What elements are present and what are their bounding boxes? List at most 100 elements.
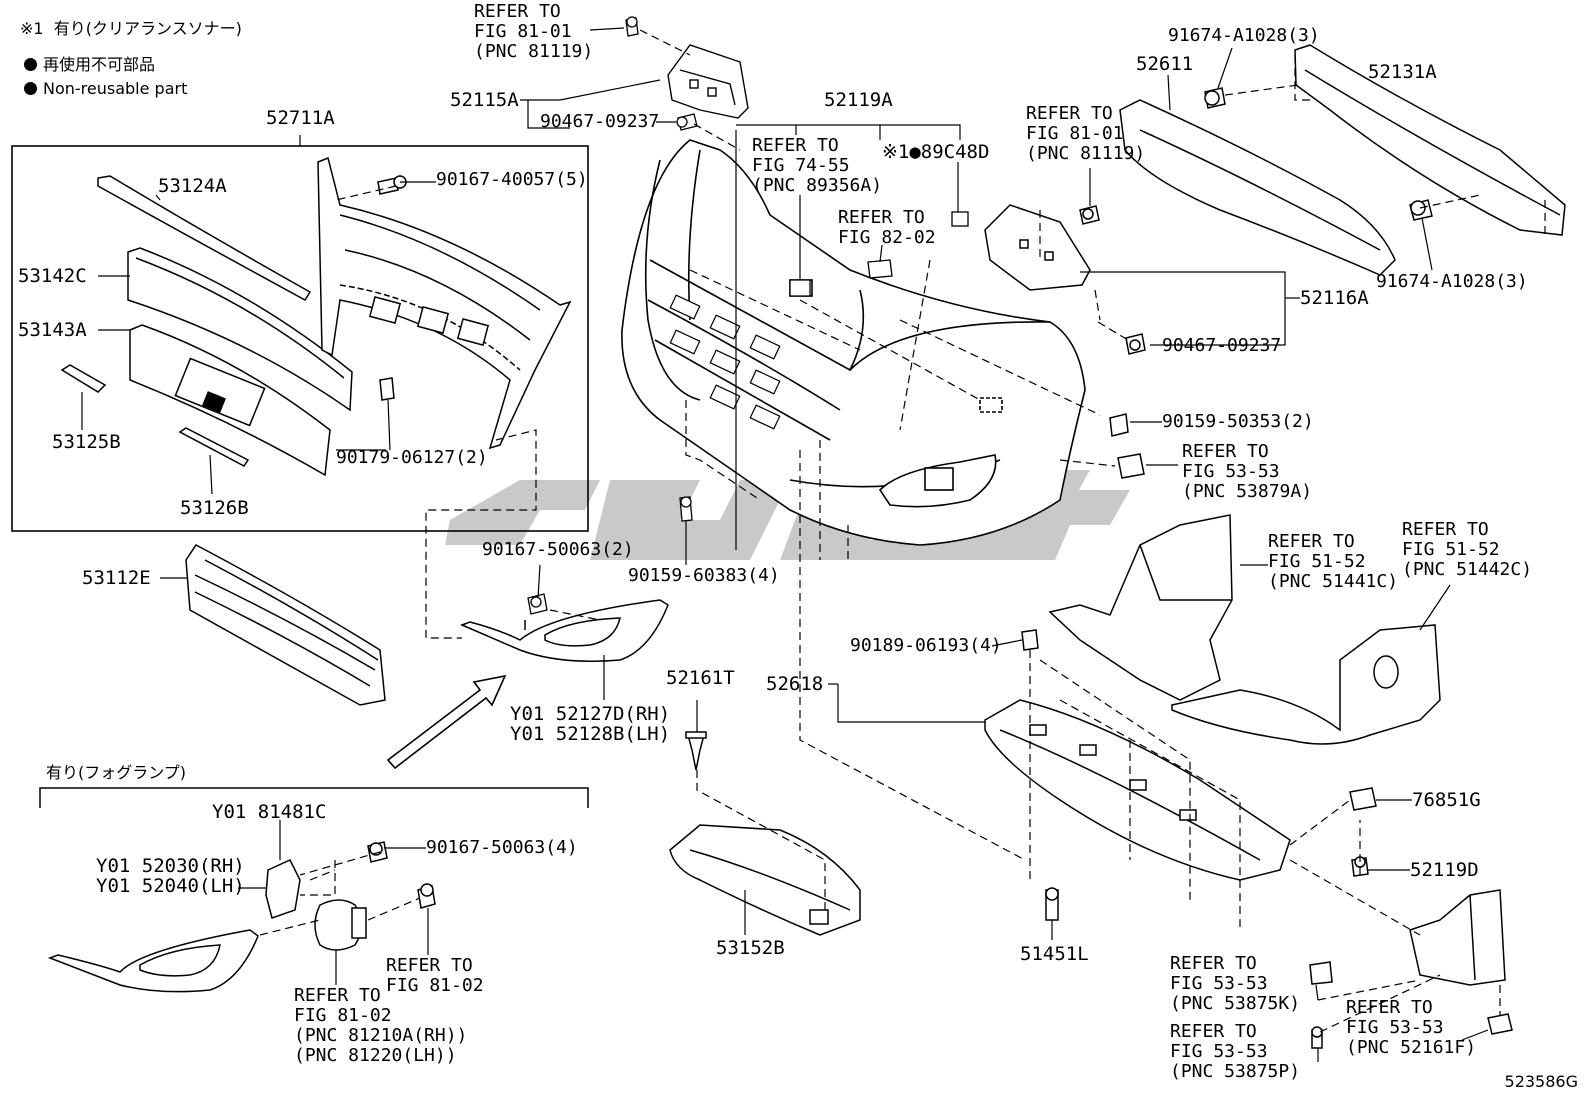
direction-arrow	[386, 674, 507, 770]
label-refer-82-02: REFER TO FIG 82-02	[838, 207, 936, 248]
absorber-52611	[1119, 99, 1396, 276]
label-52131a: 52131A	[1368, 61, 1437, 83]
label-refer-53-53-52161f: REFER TO FIG 53-53 (PNC 52161F)	[1346, 997, 1477, 1058]
label-53126b: 53126B	[180, 497, 249, 519]
label-91674-top: 91674-A1028(3)	[1168, 25, 1320, 46]
clip-53875p	[1311, 1026, 1323, 1049]
label-90167-40057: 90167-40057(5)	[436, 169, 588, 190]
clip-53879a	[1117, 453, 1145, 479]
bracket-52116a	[984, 204, 1091, 291]
lower-grille-53112e	[185, 544, 386, 706]
bolt-91674-b	[1409, 199, 1433, 221]
label-53112e: 53112E	[82, 567, 151, 589]
label-90167-50063-4: 90167-50063(4)	[426, 837, 578, 858]
label-52116a: 52116A	[1300, 287, 1369, 309]
sensor-89c48d	[951, 211, 969, 227]
bracket-52115a	[667, 44, 749, 119]
label-52030-52040: Y01 52030(RH) Y01 52040(LH)	[96, 855, 245, 897]
fog-option-label: 有り(フォグランプ)	[46, 763, 187, 782]
nonreusable-dot-icon	[24, 82, 37, 95]
bolt-91674-a	[1204, 87, 1226, 109]
bumper-cover-52119a	[621, 139, 1086, 546]
bolt-51451l	[1045, 887, 1059, 921]
label-53125b: 53125B	[52, 431, 121, 453]
label-52711a: 52711A	[266, 107, 335, 129]
bolt-90467-b	[1125, 333, 1146, 355]
bolt-top-81119	[625, 16, 639, 37]
fog-option-bracket	[39, 787, 589, 808]
label-52119a: 52119A	[824, 89, 893, 111]
label-53142c: 53142C	[18, 265, 87, 287]
label-90179-06127: 90179-06127(2)	[336, 447, 488, 468]
bolt-90467-a	[676, 113, 698, 131]
label-90167-50063-2: 90167-50063(2)	[482, 539, 634, 560]
label-refer-53-53-53875p: REFER TO FIG 53-53 (PNC 53875P)	[1170, 1021, 1301, 1082]
label-89c48d: ※1●89C48D	[882, 141, 990, 163]
bolt-fig-81-02	[417, 883, 436, 909]
clip-53875k	[1309, 961, 1333, 985]
legend-nonreusable-en: Non-reusable part	[24, 78, 187, 100]
strip-53125b	[60, 364, 107, 393]
bolt-81119-b	[1079, 205, 1100, 225]
label-91674-bottom: 91674-A1028(3)	[1376, 271, 1528, 292]
clip-76851g	[1349, 787, 1377, 811]
leader-lines	[81, 27, 1489, 1062]
label-53152b: 53152B	[716, 937, 785, 959]
label-52127d-52128b: Y01 52127D(RH) Y01 52128B(LH)	[510, 703, 671, 745]
clip-52161t	[685, 731, 707, 771]
label-refer-81-02-lamp: REFER TO FIG 81-02 (PNC 81210A(RH)) (PNC…	[294, 985, 468, 1066]
side-cover-51441c	[1048, 514, 1233, 701]
bumper-extension	[1409, 889, 1506, 986]
nonreusable-en-text: Non-reusable part	[43, 79, 188, 98]
label-90159-60383: 90159-60383(4)	[628, 565, 780, 586]
bolt-90159-60383	[679, 496, 693, 522]
label-76851g: 76851G	[1412, 789, 1481, 811]
label-refer-53-53-53879a: REFER TO FIG 53-53 (PNC 53879A)	[1182, 441, 1313, 502]
label-90189-06193: 90189-06193(4)	[850, 635, 1002, 656]
label-52119d: 52119D	[1410, 859, 1479, 881]
side-cover-51442c	[1171, 624, 1441, 745]
clip-82-02	[867, 259, 893, 279]
label-52618: 52618	[766, 673, 824, 695]
reinforcement-52131a	[1294, 44, 1566, 236]
dashed-guides	[259, 29, 1546, 1033]
label-52115a: 52115A	[450, 89, 519, 111]
label-53124a: 53124A	[158, 175, 227, 197]
label-52161t: 52161T	[666, 667, 735, 689]
clip-52161f	[1487, 1013, 1513, 1035]
label-refer-81-01-right: REFER TO FIG 81-01 (PNC 81119)	[1026, 103, 1146, 164]
label-53143a: 53143A	[18, 319, 87, 341]
nonreusable-dot-icon	[24, 58, 37, 71]
grille-frame	[317, 156, 572, 450]
label-refer-51-52-51442c: REFER TO FIG 51-52 (PNC 51442C)	[1402, 519, 1533, 580]
clip-90159-50353	[1109, 413, 1129, 437]
label-81481c: Y01 81481C	[212, 801, 327, 823]
bolt-90167-50063-4	[367, 841, 388, 863]
strip-53126b	[178, 427, 250, 467]
label-51451l: 51451L	[1020, 943, 1089, 965]
cover-53152b	[669, 824, 861, 936]
label-refer-81-02-bolt: REFER TO FIG 81-02	[386, 955, 484, 996]
label-90467-09237-a: 90467-09237	[540, 111, 660, 132]
legend-nonreusable-jp: 再使用不可部品	[24, 54, 155, 76]
fog-lamp-81210a	[314, 899, 363, 951]
label-refer-74-55: REFER TO FIG 74-55 (PNC 89356A)	[752, 135, 883, 196]
fog-cover-52127d	[459, 599, 669, 662]
nonreusable-jp-text: 再使用不可部品	[43, 55, 156, 74]
molding-53124a	[97, 175, 312, 301]
clip-89356a	[789, 279, 811, 297]
legend-note-1: ※1 有り(クリアランスソナー)	[20, 19, 242, 38]
clip-90189-06193	[1021, 629, 1039, 651]
label-refer-51-52-51441c: REFER TO FIG 51-52 (PNC 51441C)	[1268, 531, 1399, 592]
figure-code: 523586G	[1504, 1072, 1578, 1091]
bolt-90167-50063-2	[527, 593, 548, 615]
label-90467-09237-b: 90467-09237	[1162, 335, 1282, 356]
clip-90179	[379, 377, 395, 401]
label-refer-81-01-top: REFER TO FIG 81-01 (PNC 81119)	[474, 1, 594, 62]
label-52611: 52611	[1136, 53, 1194, 75]
fog-bracket-81481c	[265, 859, 301, 919]
grille-bar-53142c	[127, 247, 353, 412]
label-refer-53-53-53875k: REFER TO FIG 53-53 (PNC 53875K)	[1170, 953, 1301, 1014]
label-90159-50353: 90159-50353(2)	[1162, 411, 1314, 432]
